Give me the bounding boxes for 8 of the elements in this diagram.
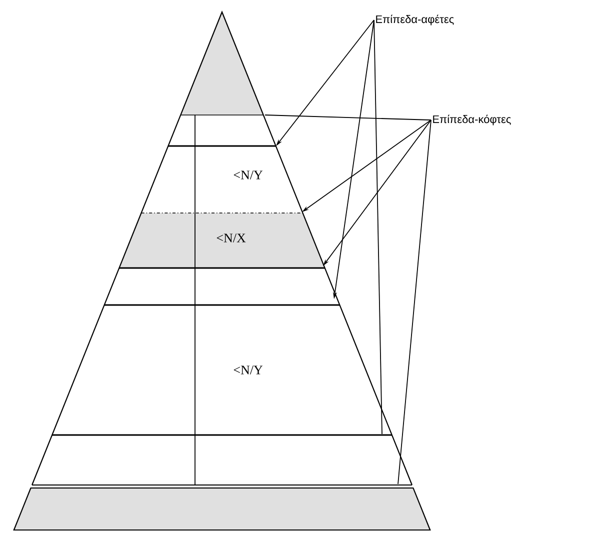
level-label: Επίπεδα-κόφτες bbox=[433, 114, 511, 126]
level-ratio-label: <N/Y bbox=[234, 170, 263, 180]
leader-line bbox=[264, 114, 432, 120]
level-ratio-label: <N/Y bbox=[234, 366, 263, 374]
leader-line bbox=[398, 120, 432, 484]
level-label: Επίπεδα-αφέτες bbox=[376, 14, 454, 26]
leader-line bbox=[374, 20, 382, 434]
level-ratio-label: <N/X bbox=[216, 234, 246, 242]
